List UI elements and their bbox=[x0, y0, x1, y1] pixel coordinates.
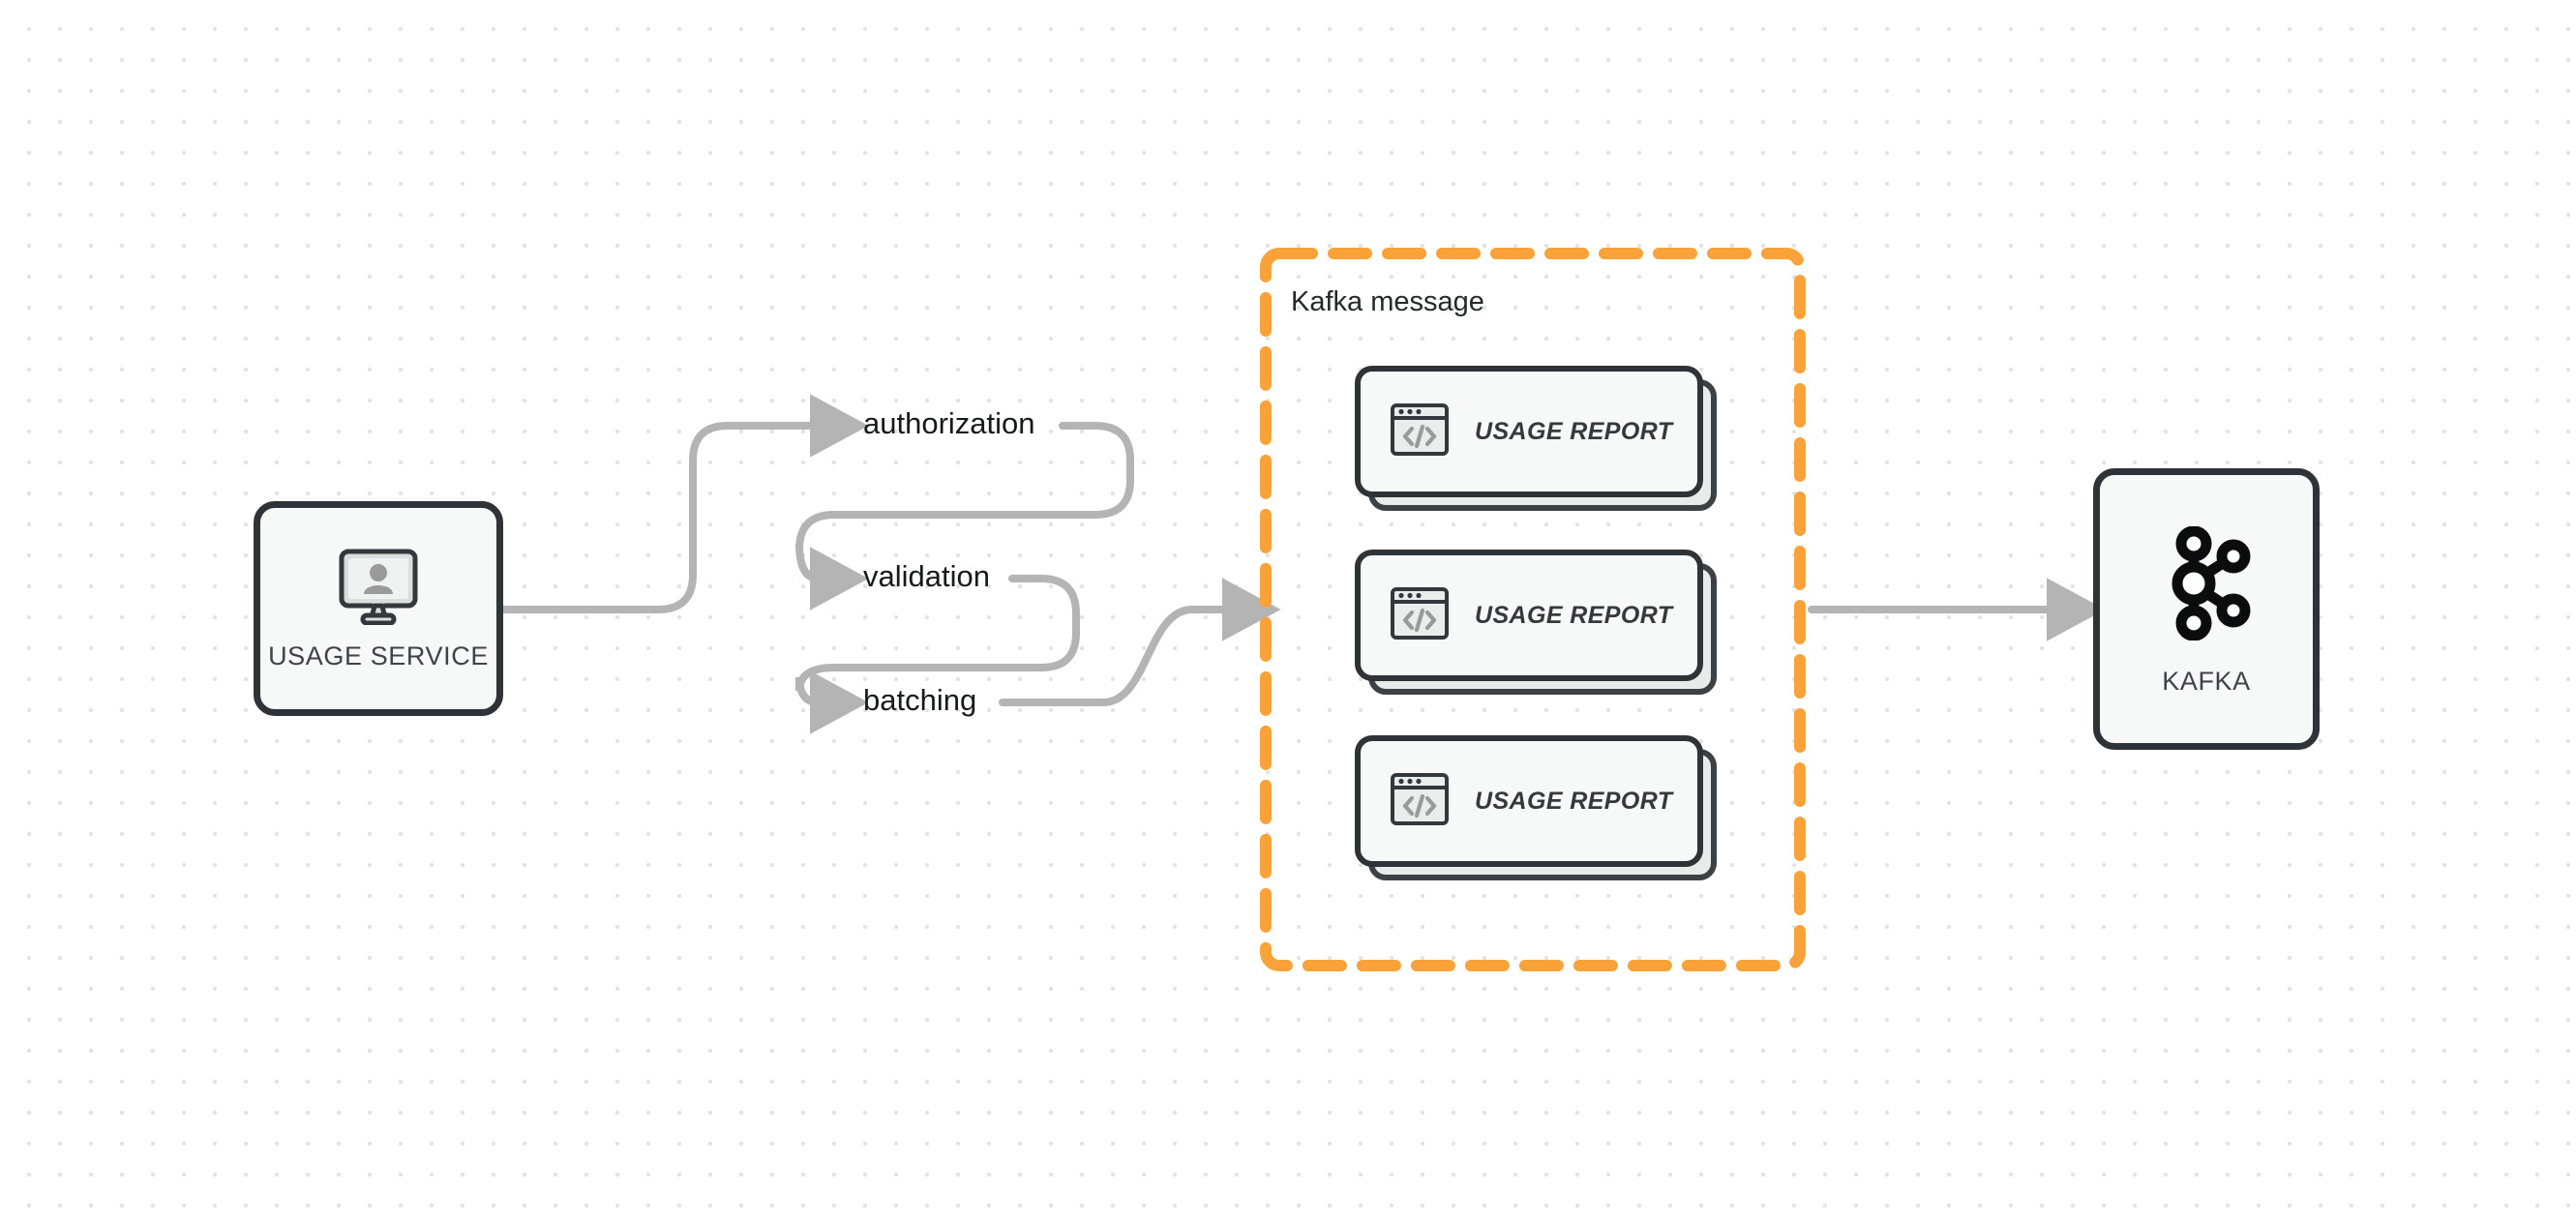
code-window-icon bbox=[1390, 583, 1450, 648]
usage-report-card[interactable]: USAGE REPORT bbox=[1355, 550, 1717, 695]
step-label-validation: validation bbox=[863, 559, 990, 593]
usage-service-label: USAGE SERVICE bbox=[268, 641, 489, 670]
card-front: USAGE REPORT bbox=[1355, 735, 1703, 867]
step-label-batching: batching bbox=[863, 683, 977, 717]
step-label-authorization: authorization bbox=[863, 406, 1035, 440]
desktop-user-monitor-icon bbox=[337, 548, 420, 630]
card-front: USAGE REPORT bbox=[1355, 550, 1703, 681]
usage-report-card[interactable]: USAGE REPORT bbox=[1355, 735, 1717, 880]
kafka-label: KAFKA bbox=[2162, 666, 2251, 696]
kafka-message-title: Kafka message bbox=[1291, 286, 1484, 317]
edge-authorization-to-validation bbox=[795, 422, 1134, 610]
usage-report-label: USAGE REPORT bbox=[1475, 417, 1673, 445]
kafka-node[interactable]: KAFKA bbox=[2093, 468, 2320, 750]
edge-validation-to-batching bbox=[795, 575, 1080, 734]
kafka-logo-icon bbox=[2162, 525, 2251, 645]
code-window-icon bbox=[1390, 400, 1450, 464]
edge-batching-to-kafka-message bbox=[999, 578, 1281, 706]
usage-report-card[interactable]: USAGE REPORT bbox=[1355, 366, 1717, 511]
code-window-icon bbox=[1390, 769, 1450, 834]
usage-report-label: USAGE REPORT bbox=[1475, 787, 1673, 815]
kafka-message-group: Kafka message bbox=[1260, 248, 1806, 971]
edge-usage-service-to-authorization bbox=[499, 394, 869, 613]
usage-report-label: USAGE REPORT bbox=[1475, 601, 1673, 629]
card-front: USAGE REPORT bbox=[1355, 366, 1703, 497]
usage-service-node[interactable]: USAGE SERVICE bbox=[254, 501, 503, 716]
